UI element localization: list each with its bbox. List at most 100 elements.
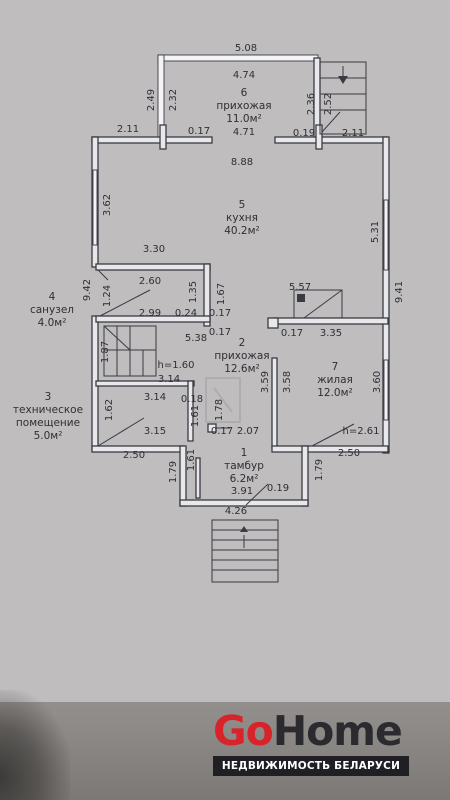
room-label-4: 4 санузел 4.0м²	[30, 291, 74, 329]
svg-text:1: 1	[241, 447, 248, 459]
wall-room7-bottom	[271, 445, 389, 453]
svg-text:2.52: 2.52	[323, 93, 334, 115]
svg-text:4.26: 4.26	[225, 506, 247, 517]
svg-text:1.79: 1.79	[314, 459, 325, 481]
svg-text:2.07: 2.07	[237, 426, 259, 437]
svg-text:8.88: 8.88	[231, 157, 253, 168]
wall-room7-left	[271, 357, 278, 449]
svg-text:2.99: 2.99	[139, 308, 161, 319]
svg-text:кухня: кухня	[226, 212, 258, 224]
svg-text:1.87: 1.87	[100, 341, 111, 363]
room-label-2: 2 прихожая 12.6м²	[214, 337, 269, 375]
wall-right	[382, 136, 390, 454]
svg-text:3.62: 3.62	[102, 194, 113, 216]
window-kitchen-left	[92, 169, 98, 246]
svg-text:1.24: 1.24	[102, 285, 113, 307]
svg-text:4.71: 4.71	[233, 127, 255, 138]
svg-text:5.0м²: 5.0м²	[34, 430, 63, 442]
svg-text:2.49: 2.49	[146, 89, 157, 111]
svg-text:2: 2	[239, 337, 246, 349]
paper-sheet	[0, 0, 450, 702]
svg-text:1.62: 1.62	[104, 399, 115, 421]
svg-text:2.50: 2.50	[338, 448, 360, 459]
svg-text:3.15: 3.15	[144, 426, 166, 437]
svg-text:тамбур: тамбур	[224, 460, 264, 472]
room-label-5: 5 кухня 40.2м²	[224, 199, 260, 237]
door-hall-right	[321, 111, 341, 133]
svg-text:0.17: 0.17	[211, 426, 233, 437]
svg-text:1.35: 1.35	[188, 281, 199, 303]
door-kitchen-corner	[97, 269, 109, 281]
door-tech	[97, 417, 145, 447]
wall-stub-left	[159, 124, 167, 150]
door-entrance	[245, 483, 269, 506]
wall-kitchen-top-left	[91, 136, 213, 144]
svg-text:6: 6	[241, 87, 248, 99]
svg-text:3: 3	[45, 391, 52, 403]
svg-text:техническое: техническое	[13, 404, 83, 416]
svg-text:3.30: 3.30	[143, 244, 165, 255]
door-bath	[99, 289, 151, 317]
room-label-3: 3 техническое помещение 5.0м²	[13, 391, 83, 442]
svg-text:0.17: 0.17	[281, 328, 303, 339]
svg-text:0.18: 0.18	[181, 394, 203, 405]
svg-text:0.19: 0.19	[293, 128, 315, 139]
svg-text:3.58: 3.58	[282, 371, 293, 393]
wall-stub-right	[315, 124, 323, 150]
svg-text:3.35: 3.35	[320, 328, 342, 339]
svg-text:помещение: помещение	[16, 417, 80, 429]
svg-text:4: 4	[49, 291, 56, 303]
svg-text:1.78: 1.78	[214, 399, 225, 421]
wall-kitchen-bottom	[95, 263, 211, 271]
svg-text:5.31: 5.31	[370, 221, 381, 243]
svg-text:9.42: 9.42	[82, 279, 93, 301]
svg-text:2.11: 2.11	[117, 124, 139, 135]
svg-text:2.60: 2.60	[139, 276, 161, 287]
wall-kitchen-top-right	[274, 136, 388, 144]
svg-text:0.17: 0.17	[209, 308, 231, 319]
svg-text:1.61: 1.61	[186, 449, 197, 471]
svg-text:1.67: 1.67	[216, 283, 227, 305]
svg-text:1.79: 1.79	[168, 461, 179, 483]
dimension-labels: 5.08 4.74 4.71 2.49 2.32 2.36 2.52 2.11 …	[82, 43, 405, 517]
svg-text:3.14: 3.14	[158, 374, 180, 385]
svg-text:4.0м²: 4.0м²	[38, 317, 67, 329]
window-top	[157, 54, 319, 62]
svg-text:12.0м²: 12.0м²	[317, 387, 353, 399]
wall-vestibule-inner	[195, 457, 201, 499]
gohome-logo: GoHome НЕДВИЖИМОСТЬ БЕЛАРУСИ	[213, 706, 409, 776]
photo-corner-shadow	[0, 690, 70, 800]
wall-vestibule-right	[301, 445, 309, 507]
svg-text:4.74: 4.74	[233, 70, 255, 81]
room-label-1: 1 тамбур 6.2м²	[224, 447, 264, 485]
svg-text:6.2м²: 6.2м²	[230, 473, 259, 485]
svg-text:2.32: 2.32	[168, 89, 179, 111]
svg-text:h=2.61: h=2.61	[343, 426, 380, 437]
room-label-7: 7 жилая 12.0м²	[317, 361, 353, 399]
svg-text:5.08: 5.08	[235, 43, 257, 54]
svg-text:0.17: 0.17	[209, 327, 231, 338]
svg-text:жилая: жилая	[317, 374, 353, 386]
svg-text:3.59: 3.59	[260, 371, 271, 393]
wall-tech-right	[187, 380, 194, 442]
svg-text:прихожая: прихожая	[216, 100, 271, 112]
svg-text:0.24: 0.24	[175, 308, 197, 319]
svg-text:2.36: 2.36	[306, 93, 317, 115]
door-room7	[311, 423, 355, 447]
logo-wordmark: GoHome	[213, 707, 403, 755]
wall-room7-top	[273, 317, 389, 325]
svg-text:5.57: 5.57	[289, 282, 311, 293]
svg-text:1.61: 1.61	[190, 405, 201, 427]
svg-text:5: 5	[239, 199, 246, 211]
svg-text:9.41: 9.41	[394, 281, 405, 303]
svg-text:3.14: 3.14	[144, 392, 166, 403]
stairs-inner	[103, 325, 157, 377]
svg-text:2.50: 2.50	[123, 450, 145, 461]
stairs-upper-right	[319, 61, 367, 135]
room-label-6: 6 прихожая 11.0м²	[216, 87, 271, 125]
paper-watermark	[205, 377, 241, 423]
wall-vestibule-bottom	[179, 499, 309, 507]
wall-stair-bottom	[95, 380, 195, 387]
